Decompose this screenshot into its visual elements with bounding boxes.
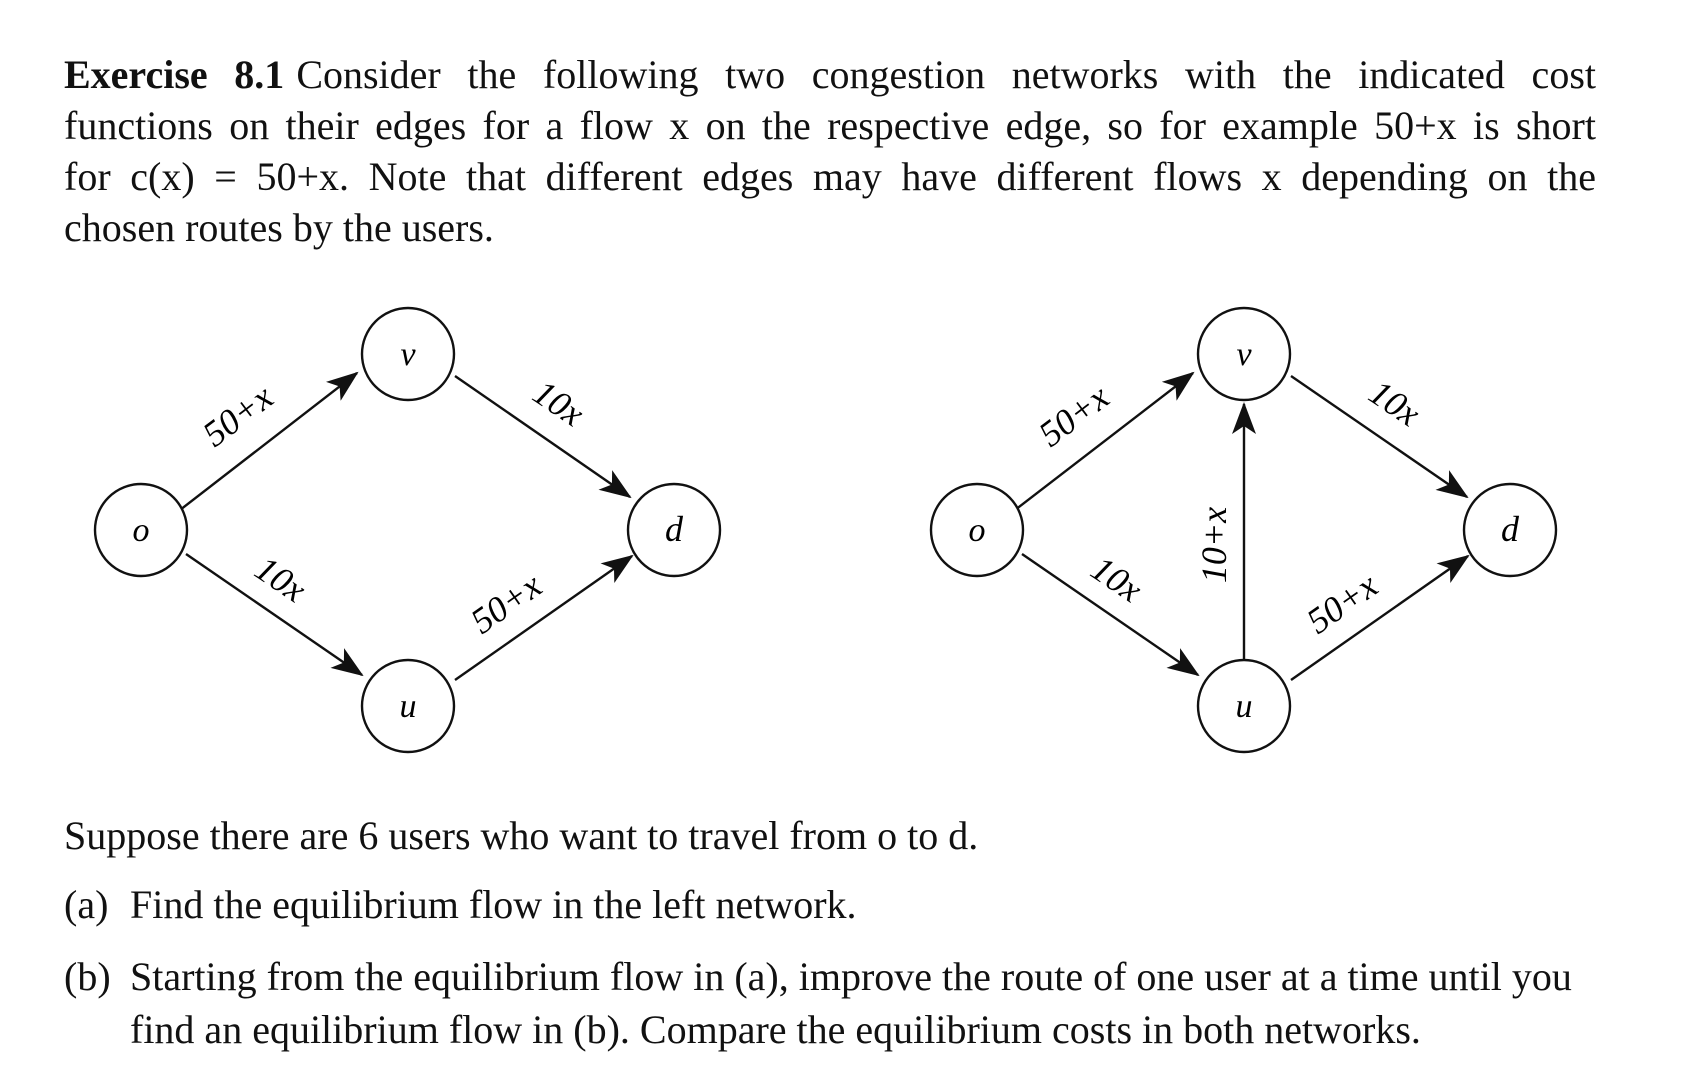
- left-edge-u-d: [454, 554, 634, 681]
- left-edge-v-d-cost: 10x: [526, 372, 591, 434]
- question-part-b-label: (b): [64, 954, 111, 999]
- right-node-u: [1196, 658, 1292, 754]
- right-node-v-label: v: [1236, 336, 1252, 373]
- right-edge-v-d: [1290, 375, 1469, 499]
- question-part-b-text: Starting from the equilibrium flow in (a…: [130, 954, 1572, 1052]
- left-node-u-label: u: [400, 688, 417, 725]
- right-edge-v-d-cost: 10x: [1362, 372, 1427, 434]
- left-node-d: [626, 482, 722, 578]
- question-part-b: (b) Starting from the equilibrium flow i…: [64, 950, 1596, 1056]
- left-edge-o-u: [185, 553, 364, 677]
- right-node-o: [929, 482, 1025, 578]
- right-edge-o-v: [1014, 371, 1195, 511]
- question-part-a: (a) Find the equilibrium flow in the lef…: [64, 878, 1596, 931]
- question-part-a-text: Find the equilibrium flow in the left ne…: [130, 882, 857, 927]
- right-node-o-label: o: [969, 512, 986, 549]
- exercise-line-2: functions on their edges for a flow x on…: [64, 103, 1596, 148]
- exercise-line-3: for c(x) = 50+x. Note that different edg…: [64, 154, 1596, 199]
- right-node-v: [1196, 306, 1292, 402]
- left-node-o: [93, 482, 189, 578]
- left-node-u: [360, 658, 456, 754]
- right-edge-u-v-cost: 10+x: [1194, 507, 1234, 583]
- left-node-v: [360, 306, 456, 402]
- left-node-v-label: v: [400, 336, 416, 373]
- left-edge-v-d: [454, 375, 632, 499]
- congestion-networks-diagram: o v u d 50+x 10x 10x 50+x o v u d 50+x 1…: [93, 306, 1558, 754]
- left-edge-u-d-cost: 50+x: [463, 565, 548, 642]
- right-edge-o-u: [1021, 553, 1200, 677]
- left-node-o-label: o: [133, 512, 150, 549]
- left-edge-o-v: [179, 371, 359, 511]
- question-intro: Suppose there are 6 users who want to tr…: [64, 813, 979, 858]
- exercise-title: Exercise 8.1: [64, 52, 285, 97]
- right-edge-u-d: [1290, 554, 1470, 681]
- right-edge-u-d-cost: 50+x: [1299, 565, 1384, 642]
- right-node-u-label: u: [1236, 688, 1253, 725]
- right-edge-o-u-cost: 10x: [1084, 548, 1149, 610]
- question-part-a-label: (a): [64, 882, 109, 927]
- right-node-d: [1462, 482, 1558, 578]
- left-edge-o-u-cost: 10x: [248, 548, 313, 610]
- left-node-d-label: d: [665, 509, 684, 549]
- left-network: o v u d 50+x 10x 10x 50+x: [93, 306, 722, 754]
- right-node-d-label: d: [1501, 509, 1520, 549]
- exercise-line-4: chosen routes by the users.: [64, 205, 494, 250]
- right-network: o v u d 50+x 10x 10x 50+x 10+x: [929, 306, 1558, 754]
